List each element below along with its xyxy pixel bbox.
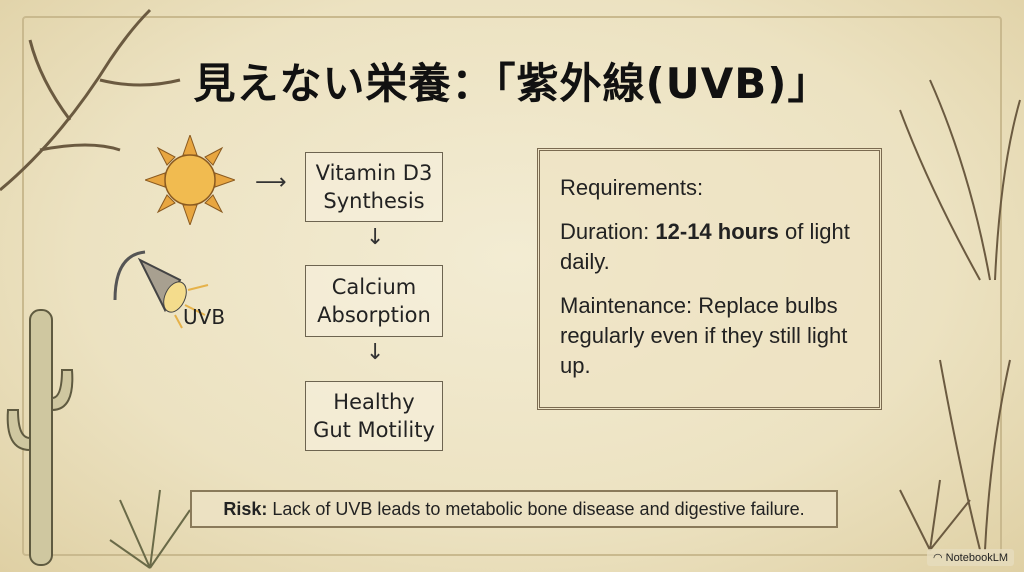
arrow-right-icon: ⟶: [255, 170, 287, 195]
requirements-heading: Requirements:: [560, 175, 704, 200]
slide-title: 見えない栄養：「紫外線(UVB)」: [193, 59, 831, 108]
slide-frame: [22, 16, 1002, 556]
sun-icon: [145, 135, 235, 225]
arrow-down-icon: ↓: [366, 225, 385, 250]
risk-text: Lack of UVB leads to metabolic bone dise…: [267, 499, 805, 519]
maintenance-text: Maintenance: Replace bulbs regularly eve…: [560, 293, 848, 378]
ocotillo-illustration: [899, 79, 1021, 551]
duration-text: Duration: 12-14 hours of light daily.: [560, 219, 850, 274]
flow-step-gut-motility: Healthy Gut Motility: [305, 381, 443, 451]
flow-step-calcium: Calcium Absorption: [305, 265, 443, 337]
uvb-lamp-icon: [113, 250, 209, 329]
uvb-label: UVB: [183, 305, 226, 329]
cactus-illustration: [6, 309, 191, 569]
flow-step-vitamin-d3: Vitamin D3 Synthesis: [305, 152, 443, 222]
duration-value: 12-14 hours: [655, 219, 779, 244]
risk-banner: Risk: Lack of UVB leads to metabolic bon…: [190, 490, 838, 528]
requirements-panel: Requirements: Duration: 12-14 hours of l…: [537, 148, 882, 410]
notebooklm-watermark: ◠ NotebookLM: [926, 549, 1014, 566]
arrow-down-icon: ↓: [366, 340, 385, 365]
dead-branch-illustration: [0, 8, 181, 192]
risk-label: Risk:: [223, 499, 268, 519]
